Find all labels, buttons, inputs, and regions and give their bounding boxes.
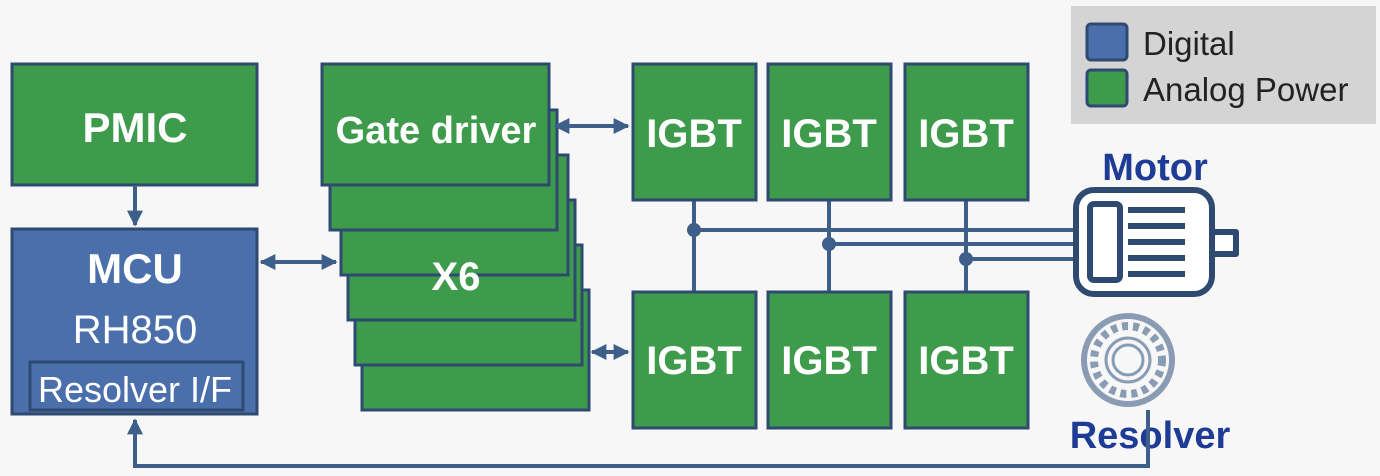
resolver-feedback-line: [127, 410, 1150, 468]
mcu-resolver-if-label: Resolver I/F: [38, 369, 232, 410]
legend-analog-swatch: [1085, 68, 1129, 108]
igbt-block: IGBT: [631, 62, 758, 202]
igbt-label: IGBT: [646, 112, 742, 156]
gate-driver-block: [320, 62, 551, 187]
gate-driver-count-label: X6: [432, 255, 481, 299]
electric-motor-icon: [1073, 187, 1239, 297]
mcu-title: MCU: [87, 245, 183, 292]
mcu-resolver-if-box: [28, 360, 245, 412]
resolver-label: Resolver: [1070, 415, 1231, 457]
resolver-icon: [1081, 313, 1175, 407]
legend-analog-label: Analog Power: [1143, 71, 1348, 108]
igbt-label: IGBT: [646, 339, 742, 383]
igbt-block: IGBT: [766, 62, 893, 202]
gate-driver-label: Gate driver: [336, 110, 537, 152]
motor-label: Motor: [1102, 147, 1208, 189]
igbt-block: IGBT: [766, 290, 893, 430]
igbt-label: IGBT: [781, 112, 877, 156]
legend-digital-swatch: [1085, 22, 1129, 62]
phase-junctions: [687, 223, 973, 266]
phase-wiring: [692, 200, 1085, 292]
igbt-label: IGBT: [781, 339, 877, 383]
gate-driver-stack: Gate driver X6: [320, 62, 591, 412]
igbt-block: IGBT: [631, 290, 758, 430]
legend-digital-label: Digital: [1143, 25, 1235, 62]
mcu-block: MCU RH850 Resolver I/F: [10, 227, 259, 416]
igbt-label: IGBT: [918, 112, 1014, 156]
igbt-block: IGBT: [903, 290, 1030, 430]
pmic-block: PMIC: [10, 62, 259, 187]
pmic-label: PMIC: [83, 104, 188, 151]
igbt-block: IGBT: [903, 62, 1030, 202]
igbt-label: IGBT: [918, 339, 1014, 383]
mcu-part-number: RH850: [73, 308, 198, 352]
legend: Digital Analog Power: [1071, 6, 1376, 124]
